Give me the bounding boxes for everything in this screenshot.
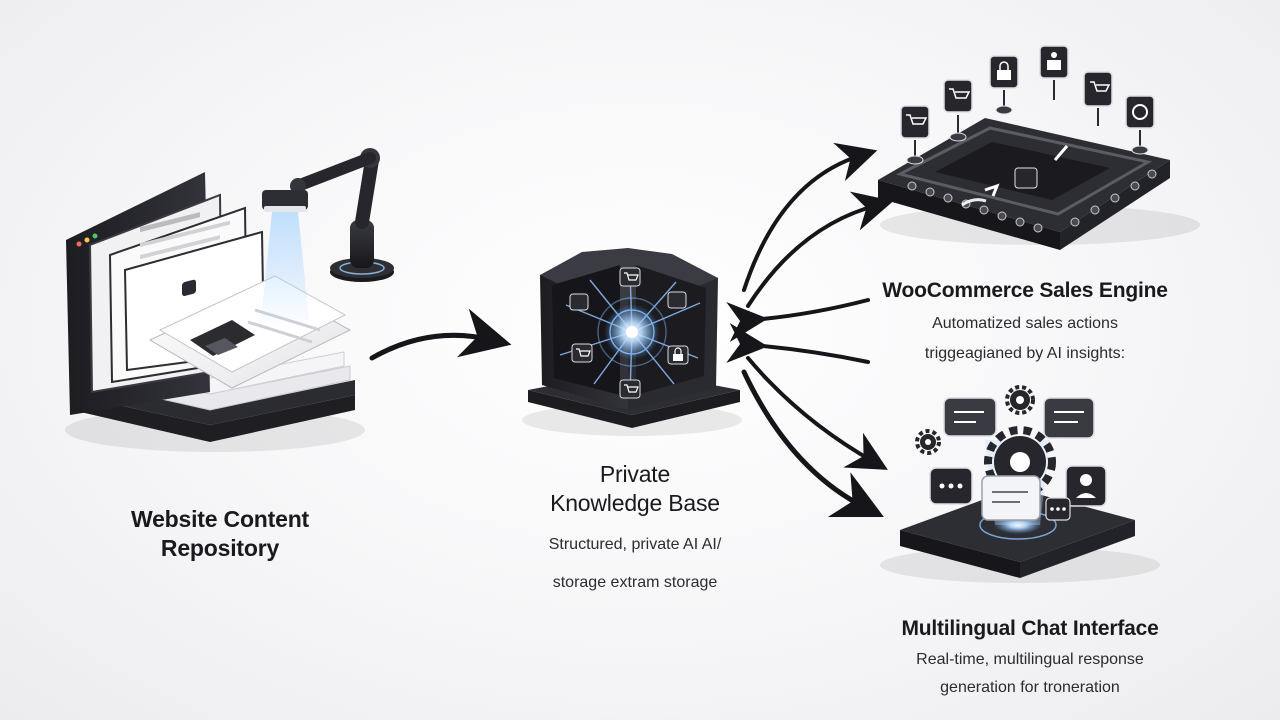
flow-arrow-repo-to-kb (372, 335, 492, 358)
cart-icon (620, 380, 640, 398)
knowledge-base-title-line1: Private (480, 460, 790, 489)
chat-bubble-icon (944, 398, 996, 436)
gear-icon (917, 431, 939, 453)
chat-bubble-icon (982, 476, 1040, 520)
sales-engine-label: WooCommerce Sales Engine Automatized sal… (850, 276, 1200, 365)
chat-interface-label: Multilingual Chat Interface Real-time, m… (850, 614, 1210, 699)
chat-interface-illustration (880, 387, 1160, 583)
knowledge-base-title-line2: Knowledge Base (480, 489, 790, 518)
knowledge-base-label: Private Knowledge Base Structured, priva… (480, 460, 790, 594)
chat-interface-desc-line2: generation for troneration (850, 677, 1210, 699)
chat-interface-desc-line1: Real-time, multilingual response (850, 649, 1210, 671)
cart-icon (620, 268, 640, 286)
repository-title-line1: Website Content (60, 505, 380, 534)
data-tile-icon (668, 292, 686, 308)
repository-title-line2: Repository (60, 534, 380, 563)
user-icon (1066, 466, 1106, 506)
lock-icon (1040, 46, 1068, 100)
chat-interface-title: Multilingual Chat Interface (850, 614, 1210, 643)
gear-icon (1126, 96, 1154, 148)
repository-label: Website Content Repository (60, 505, 380, 563)
cart-icon (1084, 72, 1112, 126)
sales-engine-desc-line2: triggeagianed by AI insights: (850, 343, 1200, 365)
cart-icon (572, 344, 592, 362)
chat-bubble-icon (1046, 498, 1070, 520)
data-tile-icon (570, 294, 588, 310)
cart-icon (901, 106, 929, 158)
lock-icon (990, 56, 1018, 108)
lock-icon (668, 346, 688, 364)
knowledge-base-desc-line1: Structured, private AI AI/ (480, 534, 790, 556)
robot-arm-icon (260, 148, 394, 330)
sales-engine-title: WooCommerce Sales Engine (850, 276, 1200, 305)
gear-icon (1007, 387, 1033, 413)
knowledge-base-illustration (522, 248, 742, 436)
content-repository-illustration (65, 148, 394, 452)
chat-bubble-icon (1044, 398, 1094, 438)
cart-icon (944, 80, 972, 135)
chat-bubble-icon (930, 468, 972, 504)
knowledge-base-desc-line2: storage extram storage (480, 572, 790, 594)
sales-engine-desc-line1: Automatized sales actions (850, 313, 1200, 335)
sales-engine-illustration (878, 46, 1200, 250)
